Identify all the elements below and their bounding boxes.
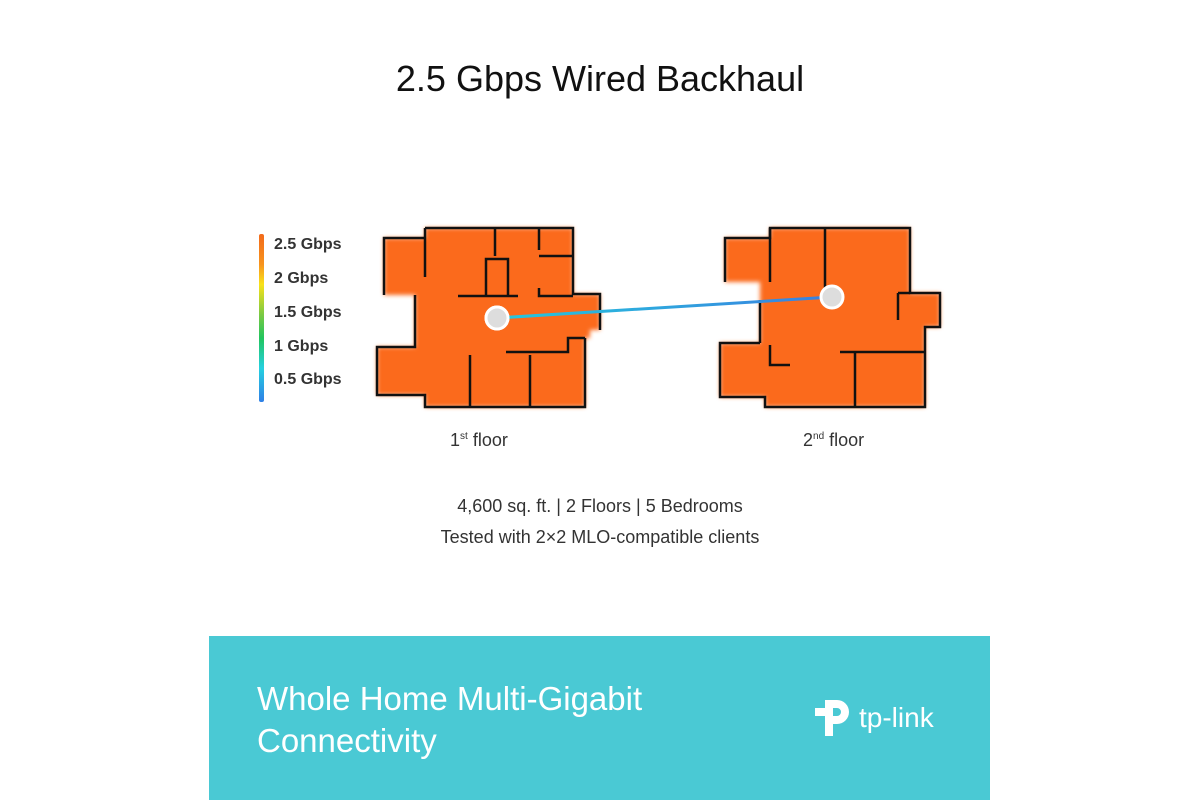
house-specs: 4,600 sq. ft. | 2 Floors | 5 Bedrooms — [457, 496, 743, 516]
legend-label: 1.5 Gbps — [274, 304, 342, 321]
banner-tagline: Whole Home Multi-Gigabit Connectivity — [257, 680, 643, 759]
router-node-2 — [819, 284, 845, 310]
speed-legend-gradient — [259, 234, 264, 402]
floor-label-1: 1st floor — [450, 430, 508, 450]
floor-plan-2 — [718, 226, 942, 409]
tp-link-logo-icon — [815, 700, 849, 736]
legend-label: 0.5 Gbps — [274, 371, 342, 388]
legend-label: 2.5 Gbps — [274, 236, 342, 253]
page-title: 2.5 Gbps Wired Backhaul — [395, 58, 805, 99]
floor-plans — [375, 226, 942, 409]
legend-label: 1 Gbps — [274, 338, 329, 355]
tp-link-logo: tp-link — [811, 696, 934, 740]
test-note: Tested with 2×2 MLO-compatible clients — [440, 527, 760, 547]
backhaul-link — [496, 295, 833, 320]
banner: Whole Home Multi-Gigabit Connectivity tp… — [209, 636, 990, 800]
legend-label: 2 Gbps — [274, 270, 329, 287]
floor-label-2: 2nd floor — [803, 430, 865, 450]
